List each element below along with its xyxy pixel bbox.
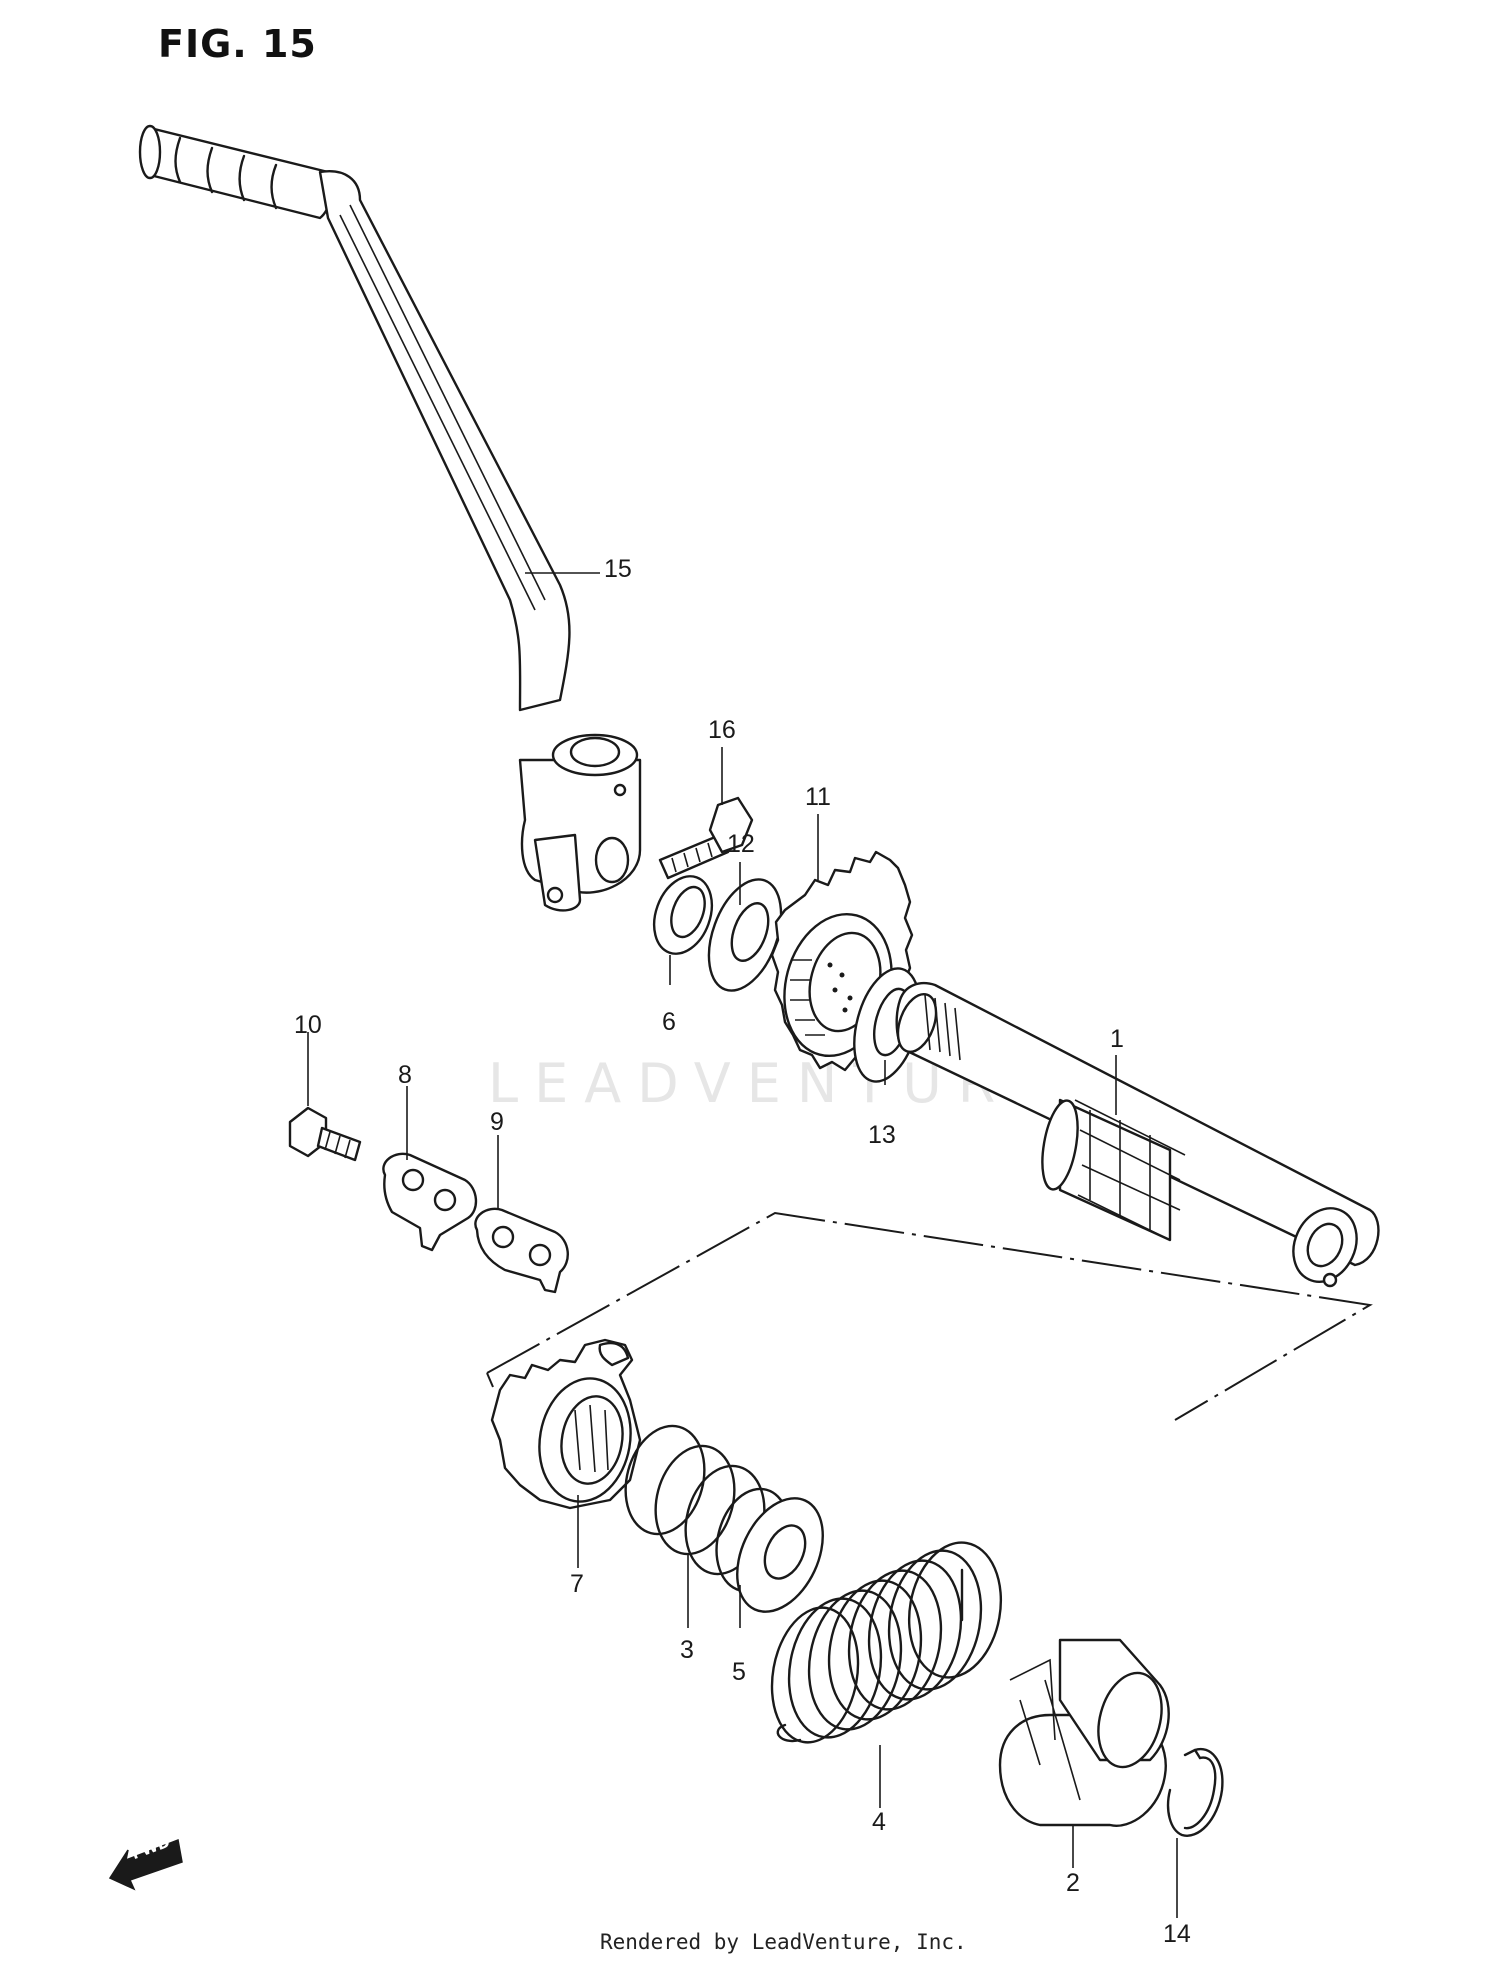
washer-12 <box>707 878 783 992</box>
washer-5 <box>736 1497 824 1613</box>
ratchet-7 <box>490 1338 642 1510</box>
callout-9[interactable]: 9 <box>490 1108 504 1136</box>
kick-shaft-1 <box>895 981 1380 1288</box>
bolt-10 <box>288 1106 362 1162</box>
callout-12[interactable]: 12 <box>727 830 755 858</box>
stopper-plate-9 <box>474 1207 569 1294</box>
callout-3[interactable]: 3 <box>680 1636 694 1664</box>
callout-5[interactable]: 5 <box>732 1658 746 1686</box>
leader-lines <box>307 572 1178 1918</box>
stopper-plate-8 <box>382 1152 478 1252</box>
bolt-16 <box>658 796 754 880</box>
callout-8[interactable]: 8 <box>398 1061 412 1089</box>
callout-14[interactable]: 14 <box>1163 1920 1191 1948</box>
callout-2[interactable]: 2 <box>1066 1869 1080 1897</box>
assembly-outline <box>486 1211 1373 1421</box>
callout-4[interactable]: 4 <box>872 1808 886 1836</box>
figure-title: FIG. 15 <box>158 22 317 66</box>
callout-7[interactable]: 7 <box>570 1570 584 1598</box>
callout-16[interactable]: 16 <box>708 716 736 744</box>
oil-seal-6 <box>652 875 714 955</box>
callout-15[interactable]: 15 <box>604 555 632 583</box>
callout-6[interactable]: 6 <box>662 1008 676 1036</box>
callout-11[interactable]: 11 <box>805 783 831 811</box>
footer-credit: Rendered by LeadVenture, Inc. <box>600 1930 967 1954</box>
circlip-14 <box>1166 1747 1224 1837</box>
callout-1[interactable]: 1 <box>1110 1025 1124 1053</box>
guide-2 <box>998 1638 1170 1827</box>
callout-13[interactable]: 13 <box>868 1121 896 1149</box>
fwd-arrow-icon <box>108 1838 183 1891</box>
kick-lever <box>138 124 642 912</box>
callout-10[interactable]: 10 <box>294 1011 322 1039</box>
return-spring-4 <box>770 1541 1003 1744</box>
